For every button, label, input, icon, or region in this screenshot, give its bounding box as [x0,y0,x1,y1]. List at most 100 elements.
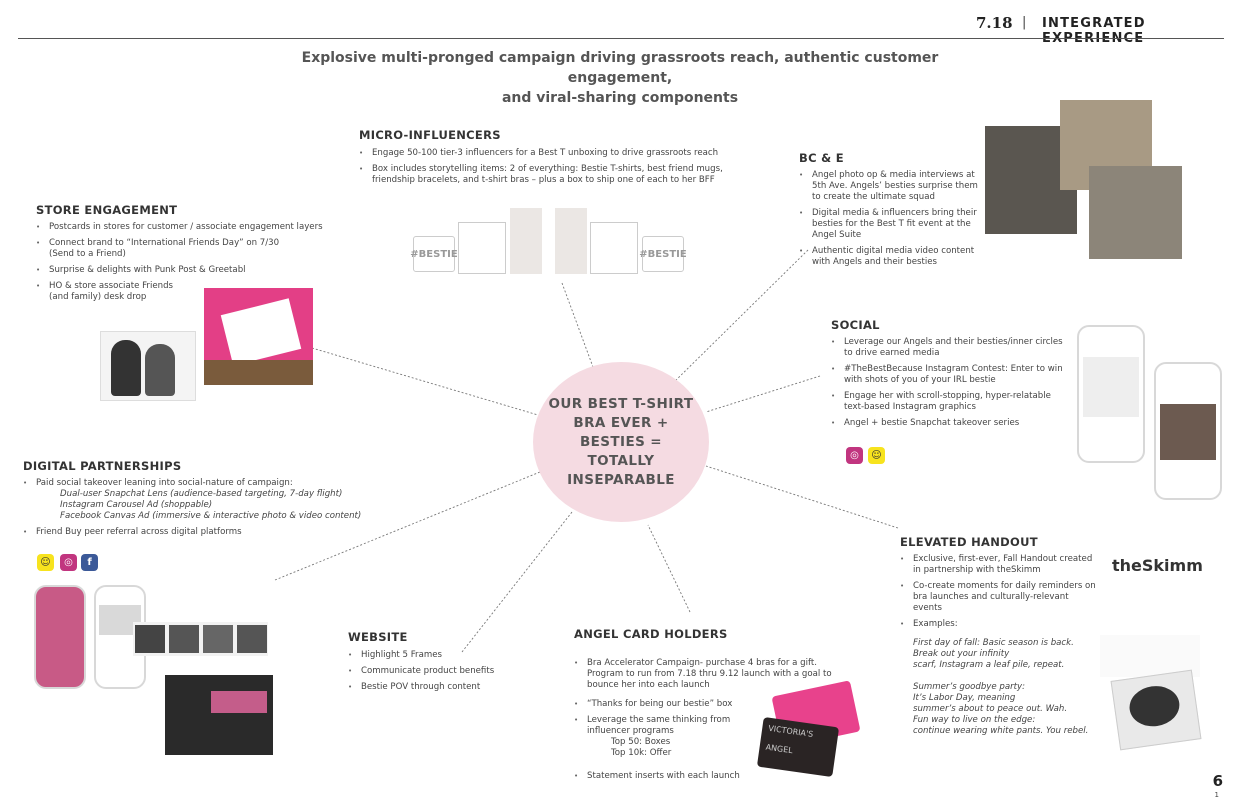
list-item-text: Leverage the same thinking from influenc… [587,715,731,736]
list-item: Digital media & influencers bring their … [799,208,979,241]
example-line: First day of fall: Basic season is back. [913,638,1074,648]
list-item: Paid social takeover leaning into social… [23,478,393,522]
tshirt-image [510,208,542,274]
header-rule [18,38,1224,39]
bra-image [203,625,233,653]
angel-card-holders-list: Bra Accelerator Campaign- purchase 4 bra… [574,658,834,787]
sub-item: Instagram Carousel Ad (shoppable) [60,500,213,510]
digital-partnerships-list: Paid social takeover leaning into social… [23,478,393,543]
canvas-ad-image [165,675,273,755]
store-engagement-heading: STORE ENGAGEMENT [36,203,178,217]
figure-image [111,340,141,396]
list-item: Exclusive, first-ever, Fall Handout crea… [900,554,1100,576]
example-line: It’s Labor Day, meaning [913,693,1016,703]
post-image [1083,357,1139,417]
sub-item: Top 50: Boxes [611,737,671,747]
bra-image [169,625,199,653]
list-item: Friend Buy peer referral across digital … [23,527,393,538]
list-item: Examples: [900,619,1100,630]
micro-influencers-list: Engage 50-100 tier-3 influencers for a B… [359,148,749,191]
website-list: Highlight 5 Frames Communicate product b… [348,650,528,698]
elevated-handout-list: Exclusive, first-ever, Fall Handout crea… [900,554,1100,635]
figure-image [145,344,175,396]
instagram-phone-image [1077,325,1145,463]
bracelet-card-image [458,222,506,274]
page-number: 6 [1212,772,1223,790]
list-item: Co-create moments for daily reminders on… [900,581,1100,614]
snapchat-icon: ☺ [37,554,54,571]
headline-line-1: Explosive multi-pronged campaign driving… [301,50,939,86]
sub-item: Dual-user Snapchat Lens (audience-based … [60,489,343,499]
snapchat-phone-image [34,585,86,689]
list-item: #TheBestBecause Instagram Contest: Enter… [831,364,1069,386]
card-angel: ANGEL [765,742,794,756]
list-item: Bra Accelerator Campaign- purchase 4 bra… [574,658,834,691]
mug-image: #BESTIE [410,236,458,272]
carousel-ad-image [133,622,268,656]
post-image [1160,404,1216,460]
tshirt-image [555,208,587,274]
example-line: scarf, Instagram a leaf pile, repeat. [913,660,1065,670]
instagram-icon: ◎ [60,554,77,571]
instagram-icon: ◎ [846,447,863,464]
center-text: OUR BEST T-SHIRT BRA EVER + BESTIES = TO… [548,395,694,488]
postcard-image [220,298,302,366]
theskimm-logo: theSkimm [1112,556,1203,575]
list-item: Surprise & delights with Punk Post & Gre… [36,265,336,276]
list-item: Bestie POV through content [348,682,528,693]
bra-image [135,625,165,653]
website-heading: WEBSITE [348,630,408,644]
header-separator: | [1022,15,1027,30]
example-line: Fun way to live on the edge: [913,715,1036,725]
list-item: Statement inserts with each launch [574,771,834,782]
list-item: Box includes storytelling items: 2 of ev… [359,164,749,186]
list-item: Communicate product benefits [348,666,528,677]
list-item: HO & store associate Friends (and family… [36,281,186,303]
page-subnumber: 1 [1214,791,1219,799]
sub-item: Top 10k: Offer [611,748,672,758]
list-item: Engage her with scroll-stopping, hyper-r… [831,391,1069,413]
section-title: INTEGRATED EXPERIENCE [1042,16,1146,46]
elevated-handout-heading: ELEVATED HANDOUT [900,535,1038,549]
handout-image [1110,669,1202,751]
list-item: Leverage our Angels and their besties/in… [831,337,1069,359]
list-item: Angel + bestie Snapchat takeover series [831,418,1069,429]
angel-card-holders-heading: ANGEL CARD HOLDERS [574,627,728,641]
example-line: Break out your infinity [913,649,1010,659]
example-line: continue wearing white pants. You rebel. [913,726,1089,736]
list-item: Angel photo op & media interviews at 5th… [799,170,979,203]
handout-examples: First day of fall: Basic season is back.… [913,638,1088,737]
mug-image: #BESTIE [639,236,687,272]
micro-influencers-heading: MICRO-INFLUENCERS [359,128,501,142]
social-list: Leverage our Angels and their besties/in… [831,337,1069,434]
list-item: Connect brand to “International Friends … [36,238,286,260]
logo-text: theSkimm [1112,556,1203,575]
instagram-phone-image [1154,362,1222,500]
sub-item: Facebook Canvas Ad (immersive & interact… [60,511,362,521]
bra-image [237,625,267,653]
postcard-photo [204,288,313,385]
list-item: “Thanks for being our bestie” box [574,699,834,710]
ad-panel [211,691,267,713]
headline: Explosive multi-pronged campaign driving… [260,48,980,108]
snapchat-icon: ☺ [868,447,885,464]
list-item: Leverage the same thinking from influenc… [574,715,754,759]
box-image [204,360,313,385]
facebook-icon: f [81,554,98,571]
bce-list: Angel photo op & media interviews at 5th… [799,170,979,273]
bce-heading: BC & E [799,151,844,165]
store-engagement-list: Postcards in stores for customer / assoc… [36,222,336,308]
center-circle: OUR BEST T-SHIRT BRA EVER + BESTIES = TO… [533,362,709,522]
list-item: Engage 50-100 tier-3 influencers for a B… [359,148,749,159]
example-line: summer’s about to peace out. Wah. [913,704,1068,714]
illustration-photo [100,331,196,401]
list-item-text: Paid social takeover leaning into social… [36,478,293,488]
digital-partnerships-heading: DIGITAL PARTNERSHIPS [23,459,182,473]
list-item: Postcards in stores for customer / assoc… [36,222,336,233]
social-heading: SOCIAL [831,318,880,332]
card-brand: VICTORIA'S [767,723,814,739]
list-item: Authentic digital media video content wi… [799,246,979,268]
bracelet-card-image [590,222,638,274]
section-number: 7.18 [976,14,1013,32]
